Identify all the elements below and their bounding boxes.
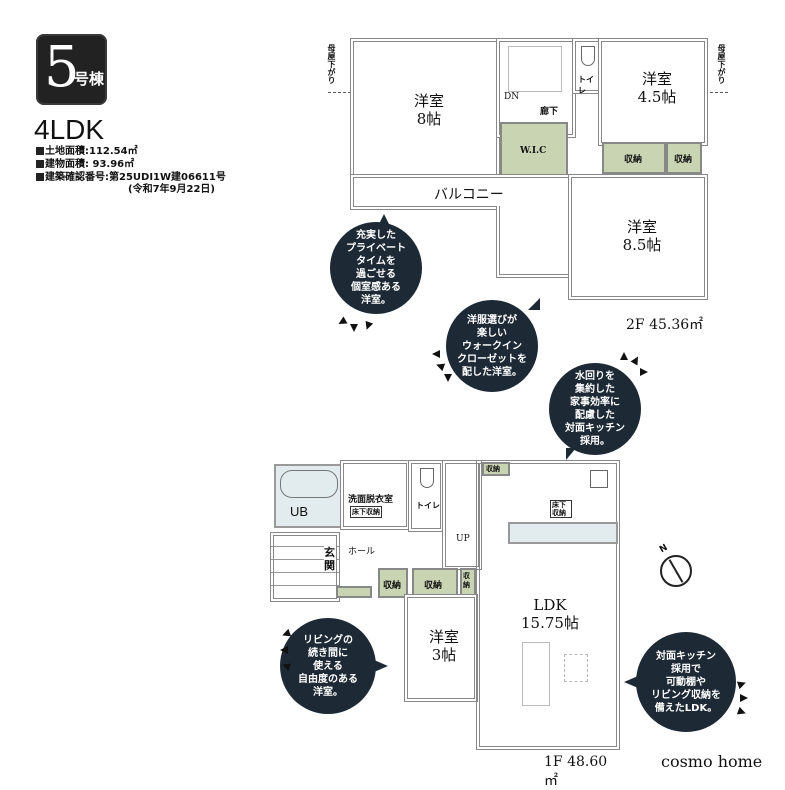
spec-land-area: 土地面積:112.54㎡ [36,146,138,158]
callout-bubble-ldk: 対面キッチン 採用で 可動棚や リビング収納を 備えたLDK。 [636,632,736,732]
callout-bubble-kitchen: 水回りを 集約した 家事効率に 配慮した 対面キッチン 採用。 [549,363,641,455]
entrance: 玄関 [270,532,340,602]
brand-logo-text: cosmo home [661,752,763,771]
eaves-note-left: 母屋下がり [327,44,336,84]
hallway-label: 廊下 [540,107,559,117]
room-western-3: 洋室 3帖 [404,594,478,702]
compass-needle [668,559,684,583]
storage-1f-a: 収納 [378,568,408,598]
stairs-up-label: UP [456,534,470,544]
sparkle-icon [350,324,358,332]
table-icon [564,654,588,682]
shoe-storage [336,586,372,598]
toilet-icon [581,46,595,66]
floor-area-2f: 2F 45.36㎡ [626,317,704,333]
floor-plan-1f: UB 洗面脱衣室 床下収納 トイレ UP 玄関 ホール 収納 収納 収納 収納 … [268,458,620,789]
bullet-square-icon [36,160,44,168]
balcony-extension [496,206,572,278]
bubble-tail [624,676,638,688]
room-western-4-5: 洋室 4.5帖 [598,38,708,146]
bubble-tail [566,448,576,460]
bubble-tail [528,298,540,310]
hall-label: ホール [348,547,376,557]
spec-permit-number: 建築確認番号:第25UDI1W建06611号 [36,172,226,184]
bubble-tail [378,214,390,226]
balcony: バルコニー [350,174,572,210]
sofa-icon [522,642,550,706]
callout-bubble-2f-room8: 充実した プライベート タイムを 過ごせる 個室感ある 洋室。 [330,222,422,314]
spec-permit-date: (令和7年9月22日) [128,184,215,195]
sparkle-icon [740,694,748,702]
callout-bubble-wic: 洋服選びが 楽しい ウォークイン クローゼットを 配した洋室。 [446,300,538,392]
sparkle-icon [362,320,374,332]
washroom: 洗面脱衣室 床下収納 [340,460,410,530]
bubble-tail [374,660,388,672]
walk-in-closet: W.I.C [500,122,568,178]
sparkle-icon [444,374,452,382]
storage-1f-b: 収納 [412,568,458,598]
room-western-8-5: 洋室 8.5帖 [568,174,708,300]
sparkle-icon [434,360,446,372]
layout-type: 4LDK [34,114,105,145]
bullet-square-icon [36,147,44,155]
stairs-down-label: DN [504,92,520,102]
storage-2f-a: 収納 [602,142,666,174]
floor-area-1f: 1F 48.60㎡ [544,754,608,789]
hallway-2f: DN 廊下 [496,38,576,138]
unit-bath: UB [274,464,342,528]
bathtub-icon [280,470,338,498]
underfloor-storage-1: 床下収納 [350,506,382,518]
callout-bubble-room3: リビングの 続き間に 使える 自由度のある 洋室。 [280,618,376,714]
toilet-icon [420,468,434,488]
sparkle-icon [640,368,648,376]
north-label: N [658,542,670,556]
building-number: 5 [44,35,80,100]
sparkle-icon [736,678,748,690]
bullet-square-icon [36,173,44,181]
sparkle-icon [280,646,288,654]
sparkle-icon [336,316,348,328]
eaves-note-right: 母屋下がり [717,44,726,84]
stairs [508,46,562,92]
sparkle-icon [736,706,748,718]
sparkle-icon [432,350,440,358]
room-western-8: 洋室 8帖 [350,38,500,178]
sparkle-icon [630,354,642,366]
building-number-badge: 5 号棟 [36,34,107,105]
sparkle-icon [620,352,628,360]
toilet-1f: トイレ [408,460,444,532]
ventilation-icon [590,470,608,488]
storage-2f-b: 収納 [666,142,702,174]
north-compass-icon [660,555,692,587]
room-ldk: 床下収納 LDK 15.75帖 [476,460,620,750]
building-suffix: 号棟 [74,70,105,88]
spec-building-area: 建物面積: 93.96㎡ [36,159,134,171]
floor-plan-2f: 母屋下がり 母屋下がり 洋室 8帖 DN 廊下 トイレ W.I.C 洋室 4.5… [327,38,728,333]
kitchen-counter [508,522,618,544]
underfloor-storage-2: 床下収納 [550,500,572,518]
